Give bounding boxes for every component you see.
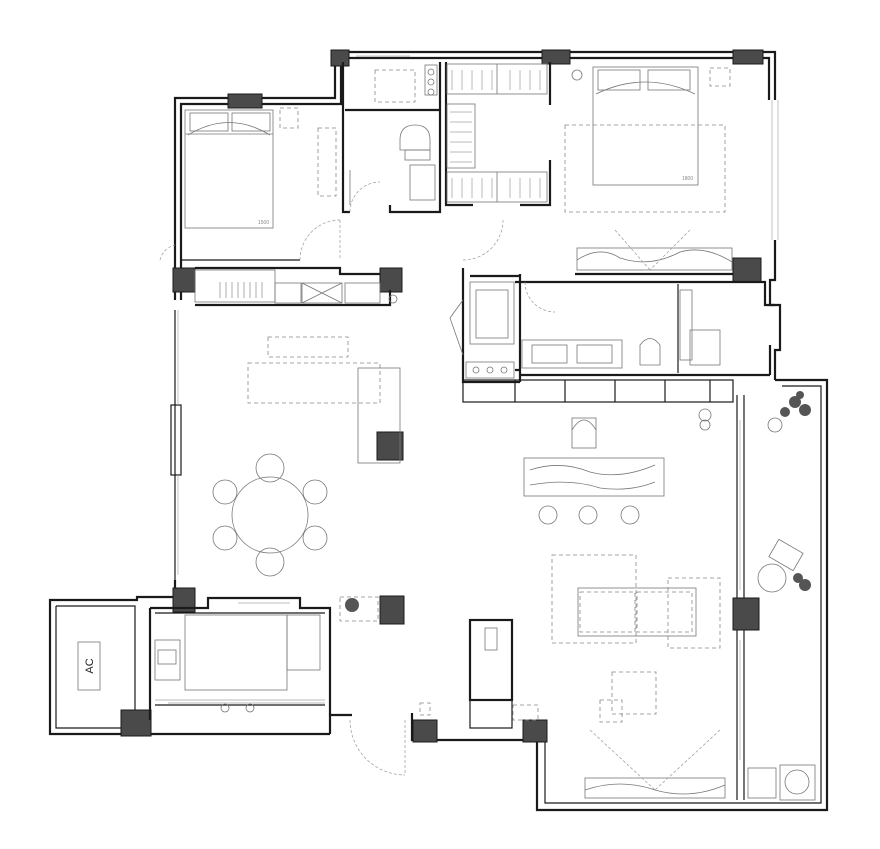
kitchen [154,596,379,713]
doors [159,181,556,776]
terrace [747,391,816,801]
windows [177,55,779,760]
living-area [523,408,726,799]
walk-in-closet [446,63,548,203]
master-bed-size-label: 1800 [682,176,693,182]
outer-walls [48,50,829,812]
structural-columns [120,49,764,743]
middle-bathroom [449,281,721,379]
second-bedroom: 1500 [184,107,398,304]
master-bedroom: 1800 [564,66,733,271]
dining-area [212,336,401,577]
interior-walls [148,62,775,729]
bed-size-label: 1500 [258,220,269,226]
ac-balcony: AC [77,641,101,691]
entry [419,627,539,721]
bathroom-top [349,64,438,205]
ac-label: AC [84,658,96,673]
